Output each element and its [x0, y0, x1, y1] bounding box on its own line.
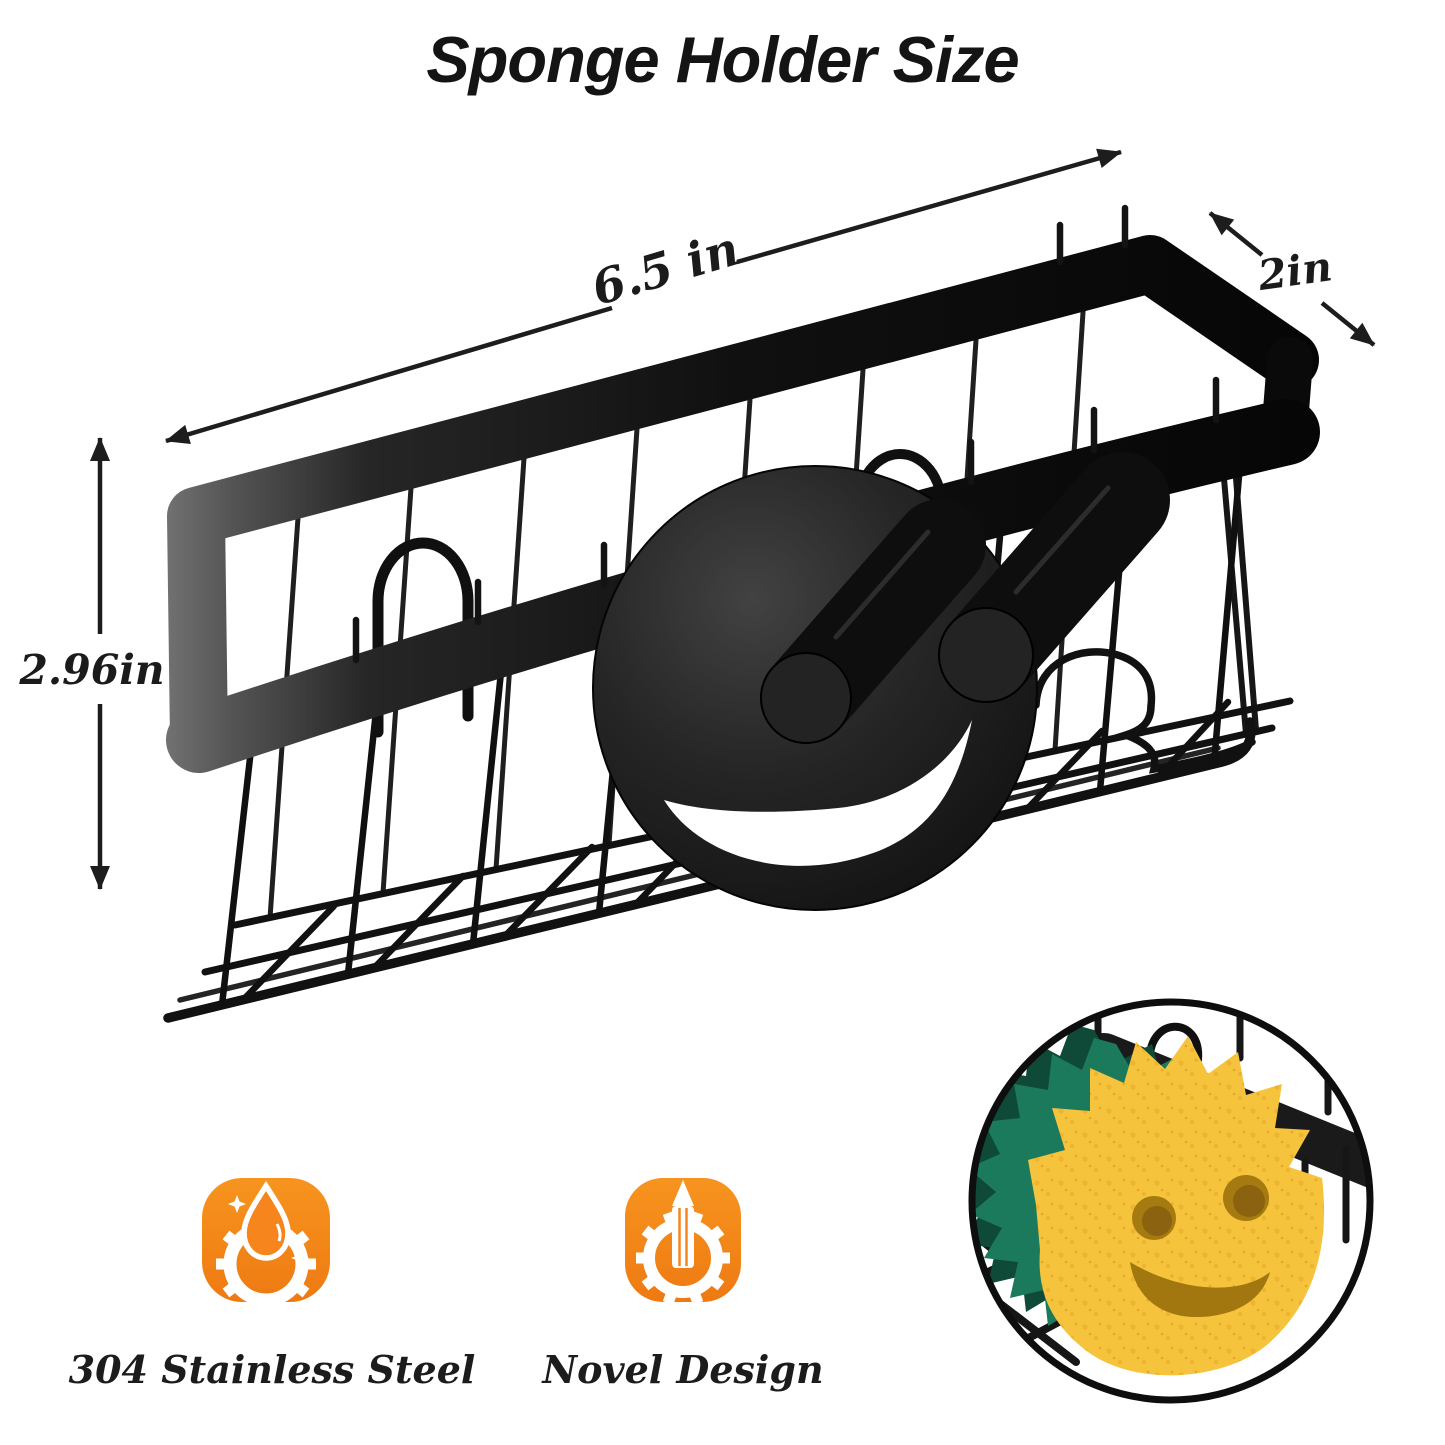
sponge-smile [1130, 1262, 1270, 1318]
depth-dimension: 2in [1208, 211, 1376, 347]
pencil-gear-icon [625, 1178, 741, 1305]
inset-detail [968, 998, 1374, 1404]
feature-label-stainless: 304 Stainless Steel [69, 1347, 476, 1392]
drain-arch-wire [1032, 648, 1156, 710]
smile-cutout [664, 720, 972, 866]
feature-label-design: Novel Design [541, 1347, 823, 1392]
peg-right [938, 452, 1170, 703]
smiley-sponge [1028, 1036, 1325, 1376]
height-dimension-label: 2.96in [18, 646, 164, 694]
page-title: Sponge Holder Size [426, 23, 1019, 96]
dimension-line [165, 305, 613, 445]
width-dimension-label: 6.5 in [586, 221, 746, 316]
dimension-line [1320, 301, 1376, 347]
feature-stainless: 304 Stainless Steel [69, 1178, 476, 1392]
sponge-eyes [1132, 1175, 1269, 1240]
droplet-gear-icon [202, 1178, 330, 1314]
drain-notch-wire [1114, 702, 1256, 774]
smiley-hook-plate [592, 452, 1170, 911]
peg-left [760, 499, 986, 744]
height-dimension: 2.96in [18, 437, 165, 890]
dimension-line [736, 148, 1122, 265]
dimension-line [1208, 211, 1264, 257]
depth-dimension-label: 2in [1254, 242, 1335, 300]
feature-design: Novel Design [541, 1178, 824, 1392]
inset-circle-border [968, 998, 1374, 1404]
